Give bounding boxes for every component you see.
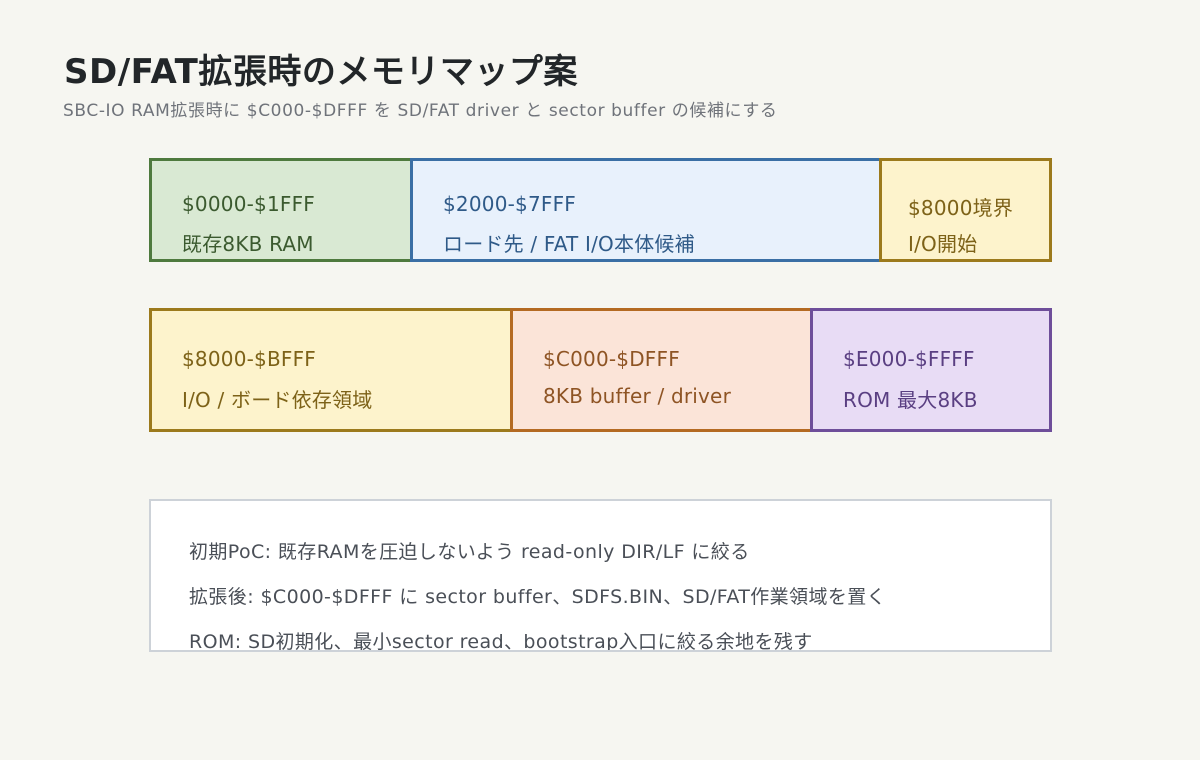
block-address: $2000-$7FFF — [443, 192, 577, 216]
block-description: 8KB buffer / driver — [543, 384, 731, 408]
block-8000-boundary: $8000境界 I/O開始 — [879, 158, 1052, 262]
page-title: SD/FAT拡張時のメモリマップ案 — [64, 52, 578, 92]
block-8000-bfff: $8000-$BFFF I/O / ボード依存領域 — [149, 308, 513, 432]
block-c000-dfff: $C000-$DFFF 8KB buffer / driver — [510, 308, 813, 432]
block-address: $8000-$BFFF — [182, 347, 316, 371]
note-line: ROM: SD初期化、最小sector read、bootstrap入口に絞る余… — [189, 631, 813, 652]
block-2000-7fff: $2000-$7FFF ロード先 / FAT I/O本体候補 — [410, 158, 882, 262]
block-address: $C000-$DFFF — [543, 347, 680, 371]
block-description: ROM 最大8KB — [843, 388, 978, 412]
block-description: ロード先 / FAT I/O本体候補 — [443, 232, 695, 256]
block-description: 既存8KB RAM — [182, 232, 314, 256]
note-line: 初期PoC: 既存RAMを圧迫しないよう read-only DIR/LF に絞… — [189, 541, 750, 563]
note-line: 拡張後: $C000-$DFFF に sector buffer、SDFS.BI… — [189, 586, 887, 608]
block-description: I/O / ボード依存領域 — [182, 388, 373, 412]
page-subtitle: SBC-IO RAM拡張時に $C000-$DFFF を SD/FAT driv… — [63, 101, 778, 121]
block-e000-ffff: $E000-$FFFF ROM 最大8KB — [810, 308, 1052, 432]
block-description: I/O開始 — [908, 232, 978, 256]
notes-panel: 初期PoC: 既存RAMを圧迫しないよう read-only DIR/LF に絞… — [149, 499, 1052, 652]
block-address: $8000境界 — [908, 196, 1014, 220]
block-address: $0000-$1FFF — [182, 192, 316, 216]
block-address: $E000-$FFFF — [843, 347, 975, 371]
block-0000-1fff: $0000-$1FFF 既存8KB RAM — [149, 158, 413, 262]
